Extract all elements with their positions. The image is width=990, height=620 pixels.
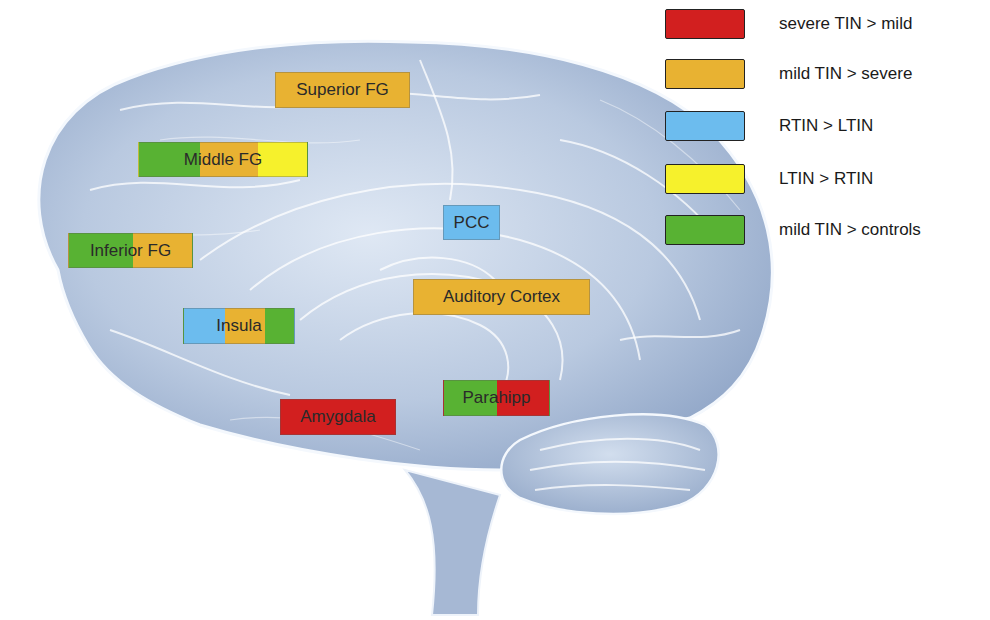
region-box: Parahipp: [443, 380, 550, 416]
legend-swatch: [665, 59, 745, 89]
region-box: Inferior FG: [68, 233, 193, 268]
legend-label: severe TIN > mild: [779, 14, 912, 34]
legend-label: LTIN > RTIN: [779, 169, 873, 189]
region-box: Auditory Cortex: [413, 279, 590, 315]
legend-label: mild TIN > severe: [779, 64, 912, 84]
region-box: Amygdala: [280, 399, 396, 435]
region-label: Auditory Cortex: [443, 287, 560, 307]
region-label: Parahipp: [462, 388, 530, 408]
legend-row: mild TIN > severe: [665, 58, 912, 90]
region-label: PCC: [454, 213, 490, 233]
region-box: Superior FG: [275, 72, 410, 108]
legend-swatch: [665, 111, 745, 141]
legend-label: mild TIN > controls: [779, 220, 921, 240]
legend-row: LTIN > RTIN: [665, 163, 873, 195]
legend-label: RTIN > LTIN: [779, 116, 873, 136]
region-label: Amygdala: [300, 407, 376, 427]
legend-swatch: [665, 215, 745, 245]
legend-swatch: [665, 9, 745, 39]
region-label: Insula: [216, 316, 261, 336]
legend-row: RTIN > LTIN: [665, 110, 873, 142]
legend-row: mild TIN > controls: [665, 214, 921, 246]
region-label: Middle FG: [184, 150, 262, 170]
region-box: PCC: [443, 205, 500, 240]
legend-row: severe TIN > mild: [665, 8, 912, 40]
region-box: Insula: [183, 308, 295, 344]
legend-swatch: [665, 164, 745, 194]
region-label: Superior FG: [296, 80, 389, 100]
region-box: Middle FG: [138, 142, 308, 177]
region-label: Inferior FG: [90, 241, 171, 261]
